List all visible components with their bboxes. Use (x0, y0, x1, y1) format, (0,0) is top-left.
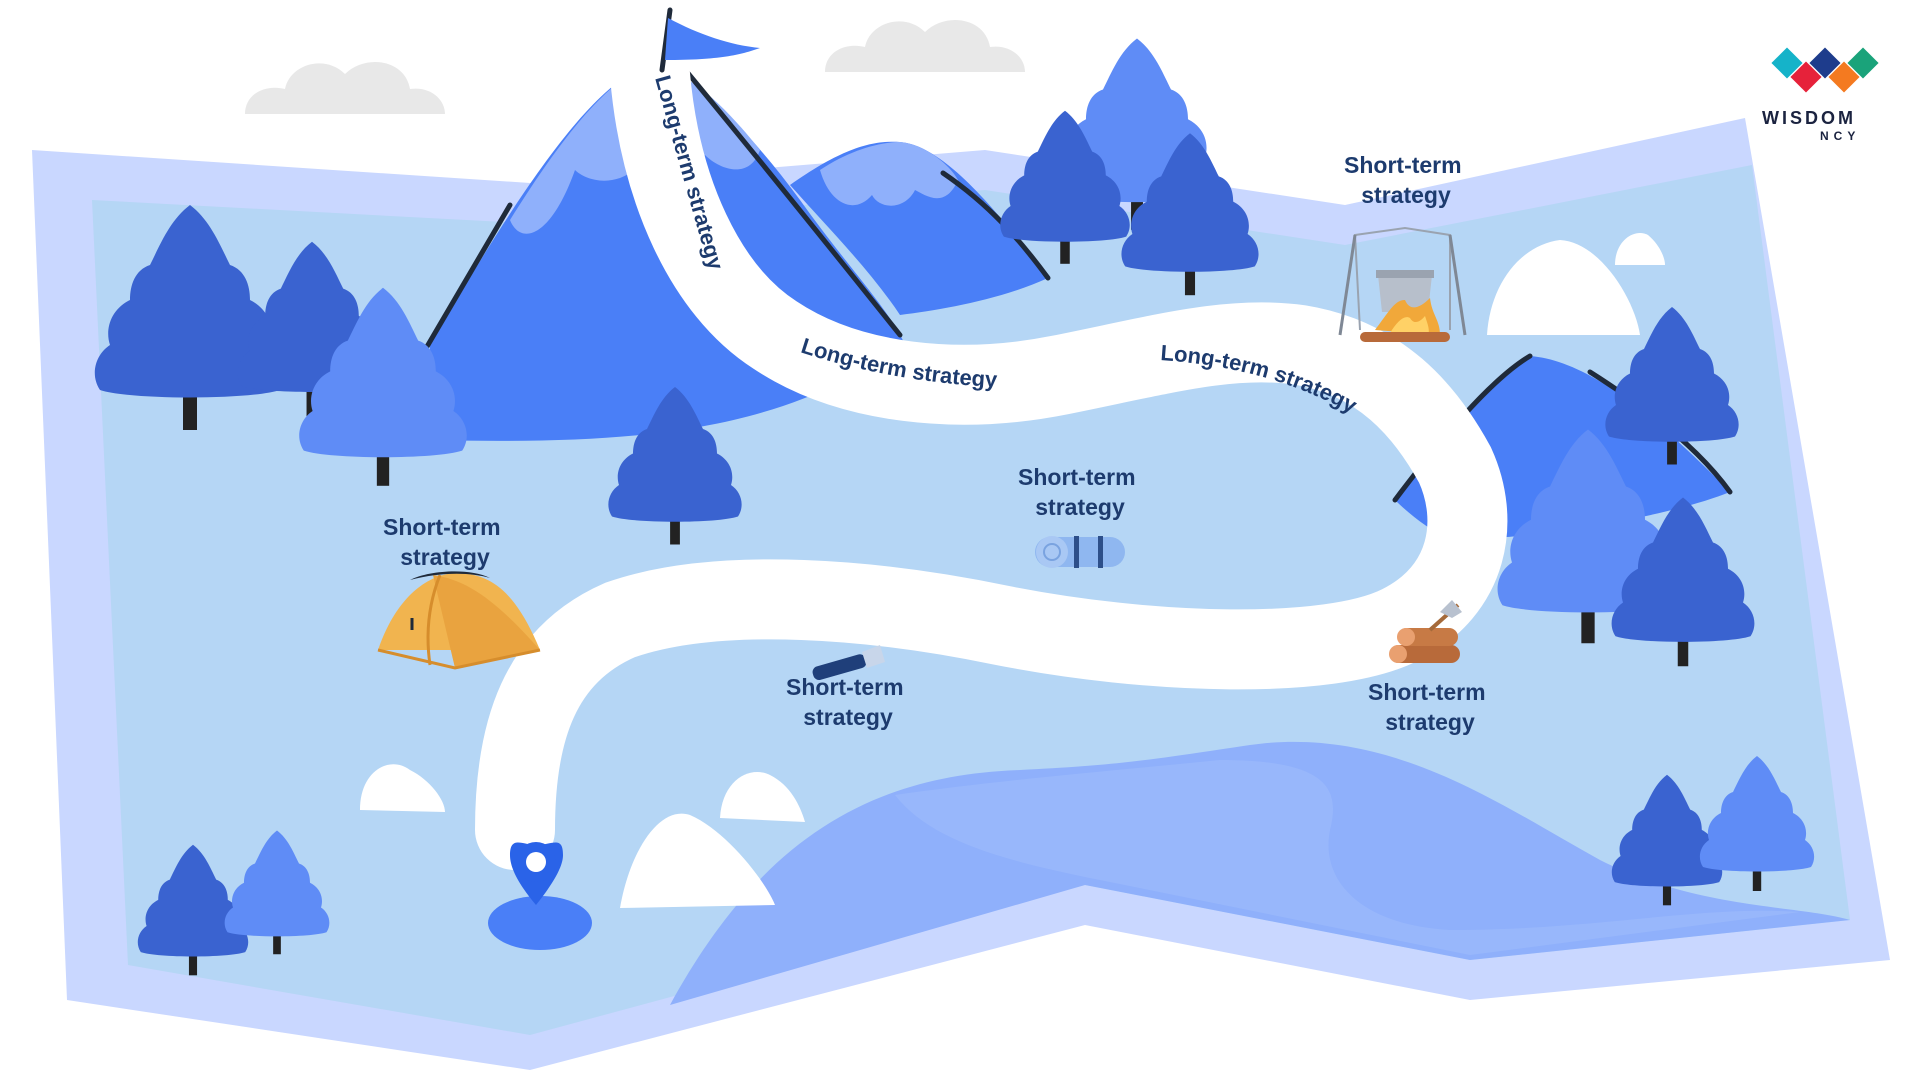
snow-drift (620, 813, 775, 908)
logo-word-bottom: NCY (1820, 129, 1860, 143)
firewood-icon (1389, 600, 1462, 663)
short-term-label-tent: Short-term strategy (383, 514, 507, 570)
cloud-left (245, 62, 445, 114)
ridge-line (679, 63, 903, 338)
trail-path (475, 35, 1508, 870)
snow-drift (720, 771, 805, 822)
short-term-label-campfire: Short-term strategy (1344, 152, 1468, 208)
short-term-label-mat: Short-term strategy (1018, 464, 1142, 520)
snow-drift (1615, 233, 1665, 265)
lake-inner (895, 760, 1800, 955)
logo-word-top: WISDOM (1762, 108, 1856, 128)
flag-icon (659, 7, 760, 73)
short-term-label-flashlight: Short-term strategy (786, 674, 910, 730)
tent-icon (377, 571, 541, 670)
flashlight-icon (812, 645, 885, 681)
sleeping-mat-icon (1035, 536, 1125, 568)
location-pin-icon (488, 842, 592, 950)
mountain-middle-snow (820, 142, 958, 206)
ridge-line (422, 202, 513, 353)
short-term-label-firewood: Short-term strategy (1368, 679, 1492, 735)
cloud-middle (825, 20, 1025, 72)
snow-drift (1487, 240, 1640, 335)
wisdom-logo: WISDOM NCY (1762, 47, 1879, 143)
snow-drift (360, 764, 445, 812)
campfire-pot-icon (1338, 226, 1467, 342)
